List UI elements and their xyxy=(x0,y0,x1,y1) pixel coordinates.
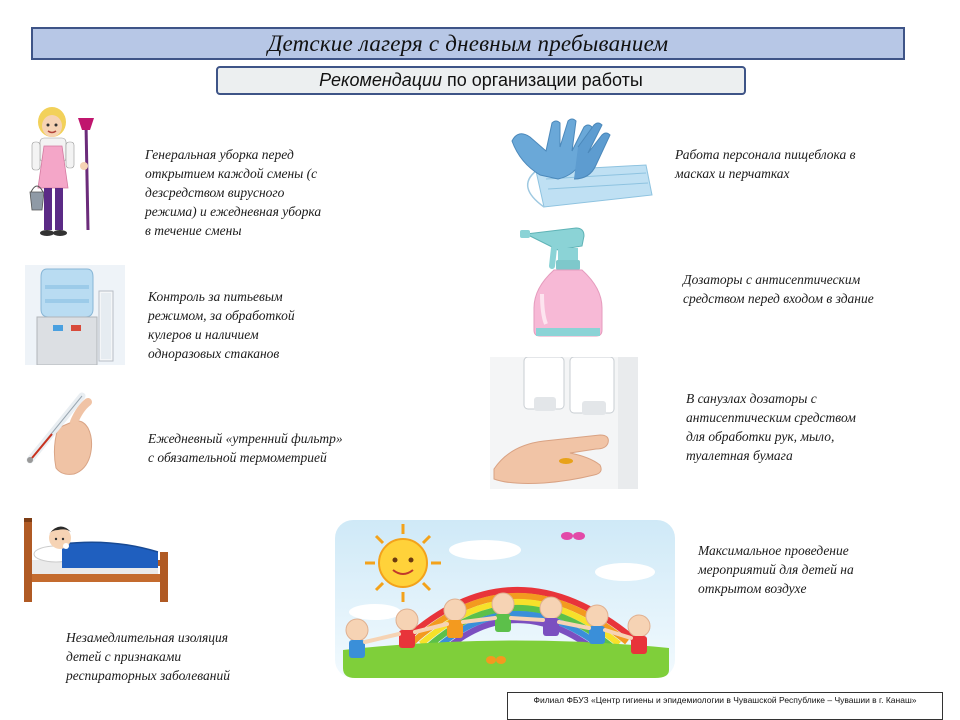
children-rainbow-icon xyxy=(335,520,675,678)
dispenser-hand-icon xyxy=(490,357,638,489)
caption-kitchen: Работа персонала пищеблока в масках и пе… xyxy=(675,147,856,181)
thermometer-icon xyxy=(22,388,100,476)
caption-cleaning: Генеральная уборка перед открытием каждо… xyxy=(145,147,322,238)
subtitle-emphasis: Рекомендации xyxy=(319,70,443,90)
title-banner: Детские лагеря с дневным пребыванием xyxy=(31,27,905,60)
page-title: Детские лагеря с дневным пребыванием xyxy=(267,30,669,56)
subtitle-rest: по организации работы xyxy=(447,70,643,90)
water-cooler-icon xyxy=(25,265,125,365)
spray-bottle-icon xyxy=(518,224,610,338)
caption-filter: Ежедневный «утренний фильтр» с обязатель… xyxy=(148,431,343,465)
caption-restrooms: В санузлах дозаторы с антисептическим ср… xyxy=(686,391,856,463)
caption-entrance: Дозаторы с антисептическим средством пер… xyxy=(683,272,874,306)
caption-outdoor: Максимальное проведение мероприятий для … xyxy=(698,543,854,596)
cleaning-lady-icon xyxy=(28,104,100,240)
gloves-mask-icon xyxy=(506,117,656,212)
caption-water: Контроль за питьевым режимом, за обработ… xyxy=(148,289,295,361)
subtitle-banner: Рекомендации по организации работы xyxy=(216,66,746,95)
caption-isolation: Незамедлительная изоляция детей с призна… xyxy=(66,630,230,683)
sick-child-bed-icon xyxy=(22,512,170,602)
footer-note: Филиал ФБУЗ «Центр гигиены и эпидемиолог… xyxy=(507,692,943,720)
